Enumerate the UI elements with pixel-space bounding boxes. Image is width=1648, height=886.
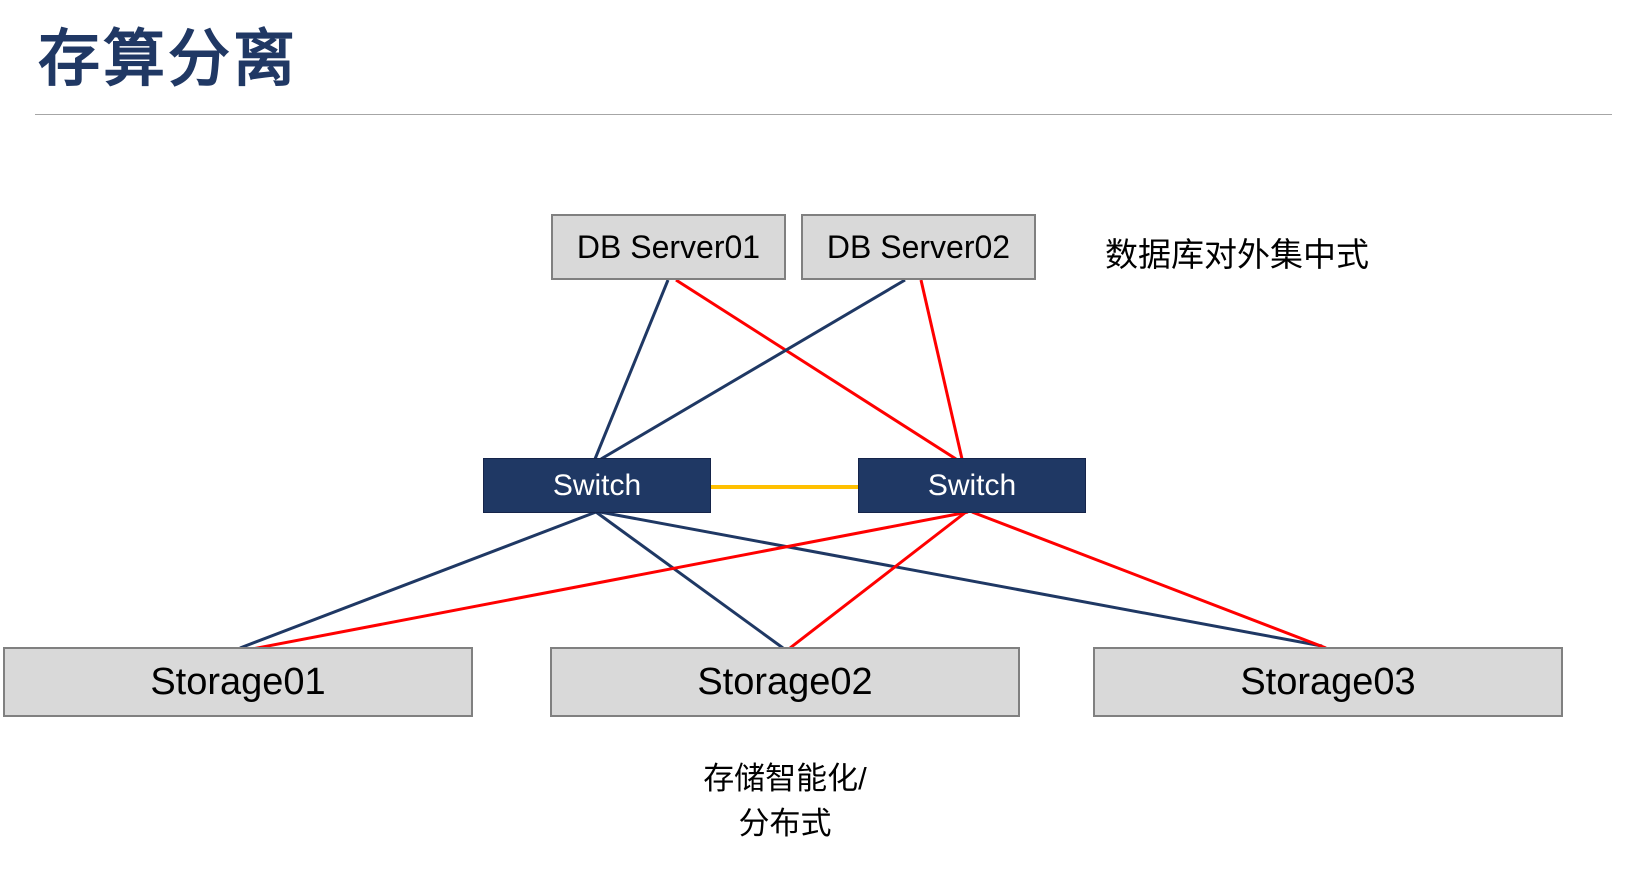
- page-title: 存算分离: [38, 25, 299, 94]
- node-switch-right: Switch: [858, 458, 1086, 513]
- node-db-server-01: DB Server01: [551, 214, 786, 280]
- node-db-server-02: DB Server02: [801, 214, 1036, 280]
- edge-switch-right-to-storage-03: [971, 510, 1327, 650]
- node-switch-right-label: Switch: [927, 468, 1017, 502]
- annotation-storage-line1: 存储智能化/: [703, 761, 867, 796]
- edge-db2-to-switch-left: [600, 278, 906, 461]
- annotation-db-centralized: 数据库对外集中式: [1105, 236, 1369, 273]
- node-storage-01-label: Storage01: [150, 660, 326, 703]
- edge-db1-to-switch-left: [593, 279, 670, 460]
- annotation-storage-line2: 分布式: [738, 805, 832, 841]
- edge-switch-right-to-storage-01: [246, 510, 969, 652]
- node-storage-01: Storage01: [3, 647, 473, 717]
- edge-switch-left-to-storage-01: [239, 510, 597, 650]
- title-divider: [35, 114, 1612, 115]
- edge-db2-to-switch-right: [919, 279, 964, 460]
- node-switch-left-label: Switch: [552, 468, 642, 502]
- node-storage-02-label: Storage02: [697, 660, 873, 703]
- edge-switch-left-to-storage-03: [599, 510, 1323, 648]
- edge-db1-to-switch-right: [675, 278, 957, 461]
- annotation-storage-distributed: 存储智能化/ 分布式: [550, 757, 1020, 847]
- node-storage-02: Storage02: [550, 647, 1020, 717]
- node-storage-03: Storage03: [1093, 647, 1563, 717]
- node-db-server-02-label: DB Server02: [826, 228, 1011, 265]
- edge-switch-right-to-storage-02: [789, 510, 967, 650]
- edge-switch-left-to-storage-02: [595, 510, 784, 650]
- node-db-server-01-label: DB Server01: [576, 228, 761, 265]
- node-switch-left: Switch: [483, 458, 711, 513]
- node-storage-03-label: Storage03: [1240, 660, 1416, 703]
